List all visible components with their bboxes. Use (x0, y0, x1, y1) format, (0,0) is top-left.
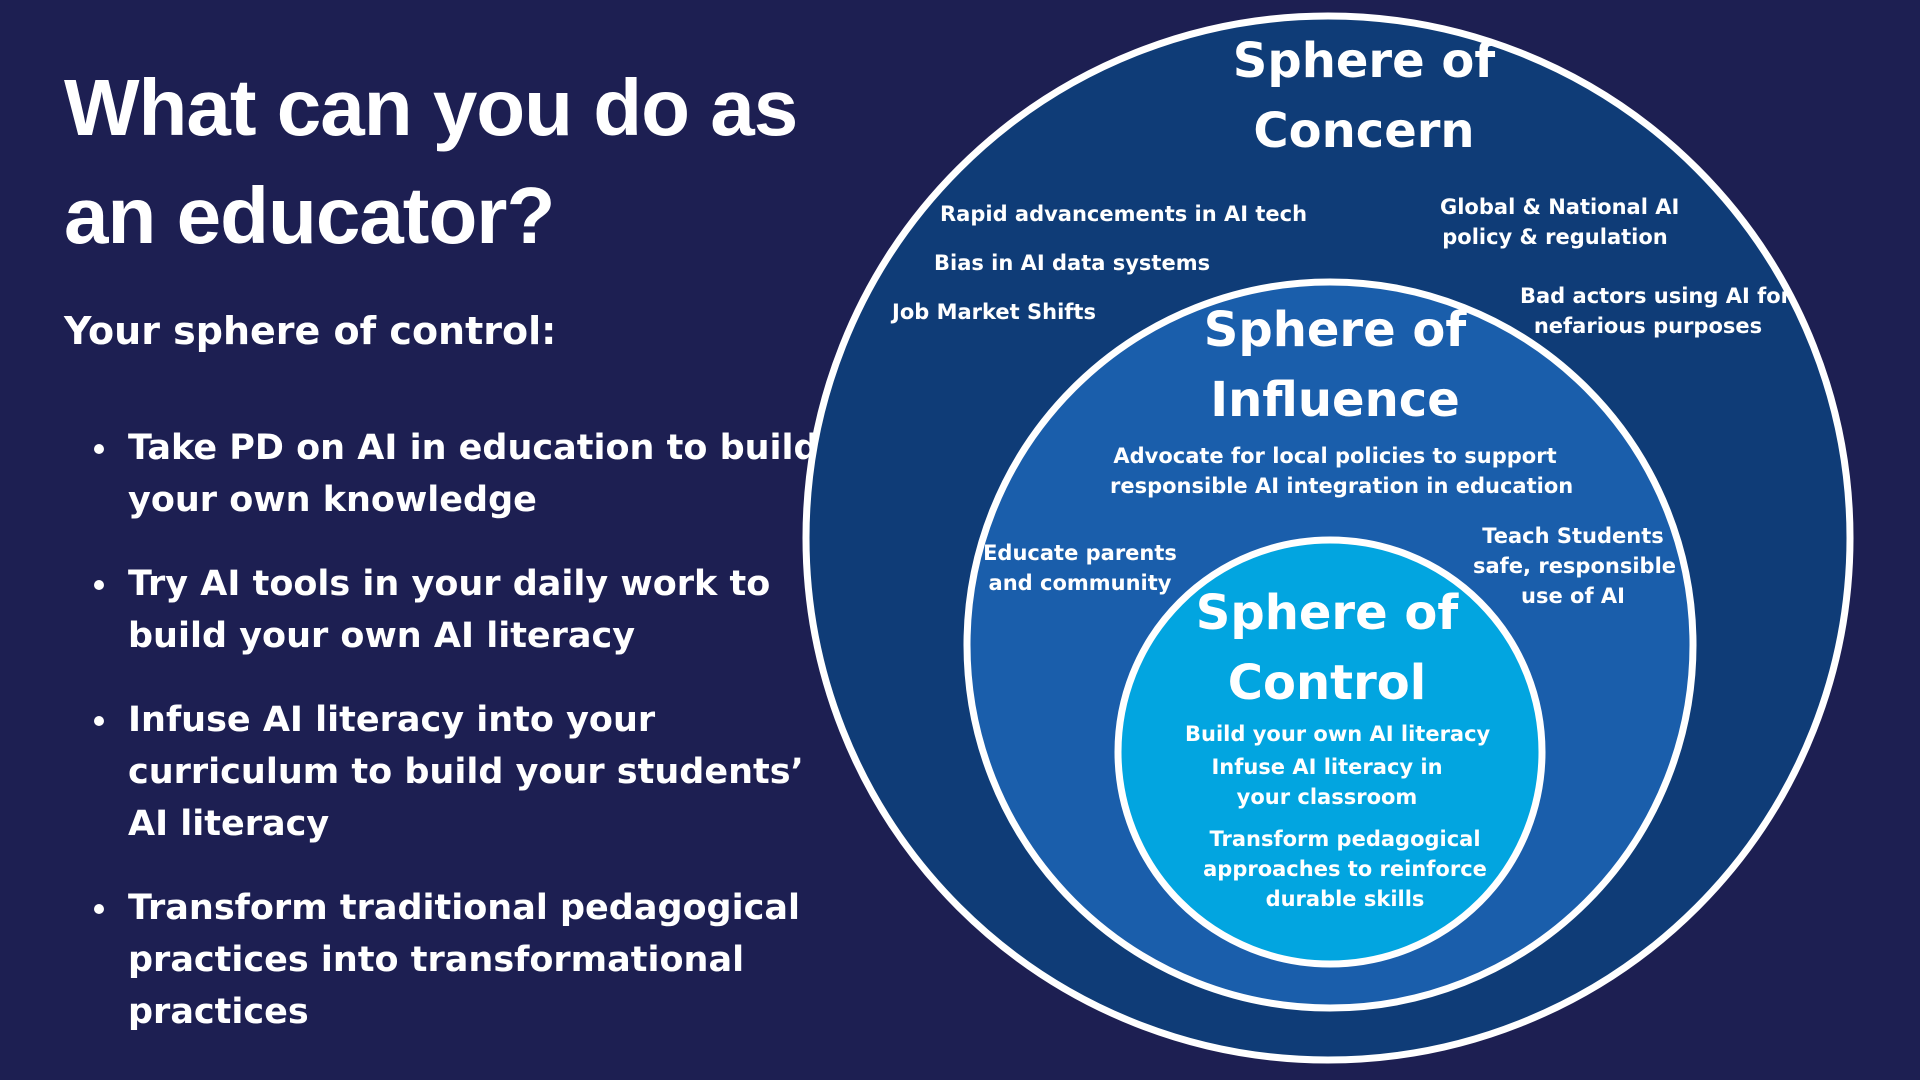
concern-item-line: nefarious purposes (1533, 314, 1763, 338)
bullet-item: Transform traditional pedagogical practi… (64, 882, 824, 1038)
concern-title-line2: Concern (1253, 103, 1475, 159)
influence-item: Teach Students safe, responsible use of … (1473, 521, 1677, 611)
bullet-item: Take PD on AI in education to build your… (64, 422, 824, 526)
page-title: What can you do as an educator? (64, 63, 798, 260)
influence-item: Educate parents and community (980, 538, 1180, 598)
concern-title-line1: Sphere of (1232, 33, 1496, 89)
concern-item: Job Market Shifts (892, 300, 1096, 324)
control-item: Transform pedagogical approaches to rein… (1195, 824, 1495, 914)
control-item: Build your own AI literacy (1185, 722, 1491, 746)
bullet-item: Try AI tools in your daily work to build… (64, 558, 824, 662)
concern-item-line: Global & National AI (1440, 195, 1680, 219)
influence-title: Sphere of Influence (1135, 295, 1535, 435)
control-item-line: your classroom (1236, 785, 1418, 809)
influence-item-line: Educate parents (983, 541, 1177, 565)
concern-item: Global & National AI policy & regulation (1440, 192, 1680, 252)
influence-item: Advocate for local policies to support r… (1110, 441, 1574, 501)
concern-item: Bias in AI data systems (934, 251, 1211, 275)
concern-item-line: policy & regulation (1442, 225, 1668, 249)
control-item-line: approaches to reinforce (1203, 857, 1487, 881)
control-item-line: Transform pedagogical (1209, 827, 1481, 851)
bullet-item: Infuse AI literacy into your curriculum … (64, 694, 824, 850)
concern-item: Bad actors using AI for nefarious purpos… (1520, 281, 1792, 341)
influence-item-line: and community (988, 571, 1172, 595)
control-title-line2: Control (1227, 655, 1427, 711)
influence-item-line: Teach Students (1482, 524, 1664, 548)
concern-item: Rapid advancements in AI tech (940, 202, 1308, 226)
concern-title: Sphere of Concern (1164, 26, 1564, 166)
influence-title-line1: Sphere of (1203, 302, 1467, 358)
bullet-list: Take PD on AI in education to build your… (64, 422, 824, 1070)
control-item-line: durable skills (1265, 887, 1425, 911)
subtitle: Your sphere of control: (64, 309, 557, 353)
influence-title-line2: Influence (1210, 372, 1460, 428)
influence-item-line: Advocate for local policies to support (1113, 444, 1557, 468)
control-title: Sphere of Control (1127, 578, 1527, 718)
sphere-control-circle (1114, 536, 1546, 968)
influence-item-line: use of AI (1521, 584, 1625, 608)
influence-item-line: safe, responsible (1473, 554, 1677, 578)
influence-item-line: responsible AI integration in education (1110, 474, 1574, 498)
control-item-line: Infuse AI literacy in (1211, 755, 1443, 779)
control-item: Infuse AI literacy in your classroom (1177, 752, 1477, 812)
control-title-line1: Sphere of (1195, 585, 1459, 641)
concern-item-line: Bad actors using AI for (1520, 284, 1792, 308)
